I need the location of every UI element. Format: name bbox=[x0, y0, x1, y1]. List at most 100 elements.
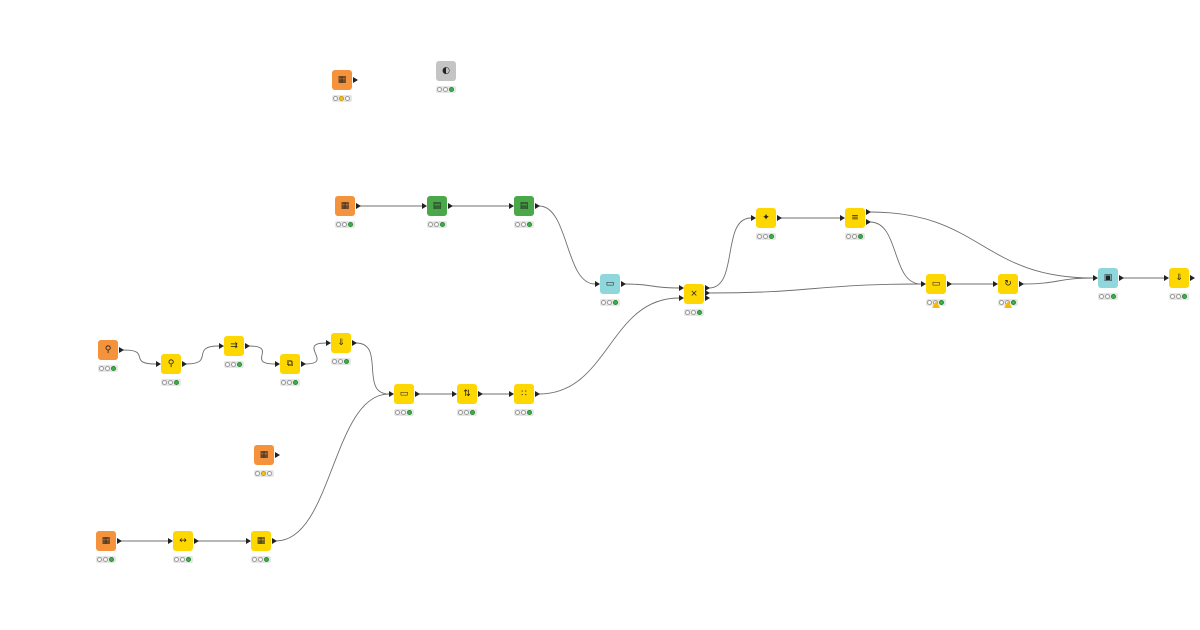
connection-n7-n10[interactable] bbox=[708, 283, 922, 294]
output-port-icon[interactable] bbox=[705, 290, 710, 296]
workflow-node-n17[interactable]: ⧉ bbox=[280, 354, 300, 374]
input-port-icon[interactable] bbox=[1093, 275, 1098, 281]
output-port-icon[interactable] bbox=[535, 391, 540, 397]
connection-n6-n7[interactable] bbox=[624, 283, 680, 289]
workflow-node-n13[interactable]: ⇓ bbox=[1169, 268, 1189, 288]
status-light-icon bbox=[1111, 294, 1116, 299]
output-port-icon[interactable] bbox=[705, 285, 710, 291]
output-port-icon[interactable] bbox=[245, 343, 250, 349]
workflow-node-n25[interactable]: ▦ bbox=[251, 531, 271, 551]
connection-n7-n8[interactable] bbox=[708, 217, 752, 289]
output-port-icon[interactable] bbox=[117, 538, 122, 544]
workflow-node-n3[interactable]: ▦ bbox=[335, 196, 355, 216]
workflow-node-n7[interactable]: ⨯ bbox=[684, 284, 704, 304]
input-port-icon[interactable] bbox=[595, 281, 600, 287]
output-port-icon[interactable] bbox=[866, 219, 871, 225]
input-port-icon[interactable] bbox=[679, 285, 684, 291]
workflow-node-n9[interactable]: ≡ bbox=[845, 208, 865, 228]
output-port-icon[interactable] bbox=[275, 452, 280, 458]
workflow-node-n12[interactable]: ▣ bbox=[1098, 268, 1118, 288]
workflow-node-n8[interactable]: ✦ bbox=[756, 208, 776, 228]
input-port-icon[interactable] bbox=[422, 203, 427, 209]
connection-n16-n17[interactable] bbox=[248, 345, 276, 365]
workflow-node-n16[interactable]: ⇉ bbox=[224, 336, 244, 356]
input-port-icon[interactable] bbox=[275, 361, 280, 367]
node-status-lights bbox=[98, 365, 118, 372]
connection-n9-n10[interactable] bbox=[869, 221, 922, 285]
input-port-icon[interactable] bbox=[509, 391, 514, 397]
connection-n11-n12[interactable] bbox=[1022, 277, 1094, 285]
output-port-icon[interactable] bbox=[119, 347, 124, 353]
input-port-icon[interactable] bbox=[921, 281, 926, 287]
input-port-icon[interactable] bbox=[840, 215, 845, 221]
connection-n17-n18[interactable] bbox=[304, 342, 327, 365]
input-port-icon[interactable] bbox=[1164, 275, 1169, 281]
workflow-node-n22[interactable]: ▦ bbox=[254, 445, 274, 465]
output-port-icon[interactable] bbox=[356, 203, 361, 209]
output-port-icon[interactable] bbox=[272, 538, 277, 544]
workflow-node-n21[interactable]: ∷ bbox=[514, 384, 534, 404]
connection-n9-n12[interactable] bbox=[869, 211, 1094, 279]
output-port-icon[interactable] bbox=[777, 215, 782, 221]
workflow-node-n14[interactable]: ⚲ bbox=[98, 340, 118, 360]
workflow-node-n23[interactable]: ▦ bbox=[96, 531, 116, 551]
connection-n15-n16[interactable] bbox=[185, 345, 220, 365]
workflow-node-n2[interactable]: ◐ bbox=[436, 61, 456, 81]
status-light-icon bbox=[99, 366, 104, 371]
workflow-node-n15[interactable]: ⚲ bbox=[161, 354, 181, 374]
output-port-icon[interactable] bbox=[301, 361, 306, 367]
input-port-icon[interactable] bbox=[751, 215, 756, 221]
workflow-node-n5[interactable]: ▤ bbox=[514, 196, 534, 216]
input-port-icon[interactable] bbox=[246, 538, 251, 544]
output-port-icon[interactable] bbox=[947, 281, 952, 287]
workflow-node-n24[interactable]: ↔ bbox=[173, 531, 193, 551]
input-port-icon[interactable] bbox=[389, 391, 394, 397]
workflow-node-n6[interactable]: ▭ bbox=[600, 274, 620, 294]
output-port-icon[interactable] bbox=[1190, 275, 1195, 281]
workflow-node-n18[interactable]: ⇓ bbox=[331, 333, 351, 353]
workflow-node-n4[interactable]: ▤ bbox=[427, 196, 447, 216]
output-port-icon[interactable] bbox=[478, 391, 483, 397]
input-port-icon[interactable] bbox=[326, 340, 331, 346]
status-light-icon bbox=[470, 410, 475, 415]
output-port-icon[interactable] bbox=[448, 203, 453, 209]
workflow-node-n11[interactable]: ↻ bbox=[998, 274, 1018, 294]
output-port-icon[interactable] bbox=[182, 361, 187, 367]
output-port-icon[interactable] bbox=[194, 538, 199, 544]
connection-n5-n6[interactable] bbox=[538, 205, 596, 285]
input-port-icon[interactable] bbox=[156, 361, 161, 367]
status-light-icon bbox=[601, 300, 606, 305]
status-light-icon bbox=[999, 300, 1004, 305]
output-port-icon[interactable] bbox=[1119, 275, 1124, 281]
input-port-icon[interactable] bbox=[993, 281, 998, 287]
output-port-icon[interactable] bbox=[415, 391, 420, 397]
output-port-icon[interactable] bbox=[621, 281, 626, 287]
workflow-node-n10[interactable]: ▭ bbox=[926, 274, 946, 294]
workflow-node-n1[interactable]: ▦ bbox=[332, 70, 352, 90]
output-port-icon[interactable] bbox=[353, 77, 358, 83]
input-port-icon[interactable] bbox=[509, 203, 514, 209]
connection-n14-n15[interactable] bbox=[122, 349, 157, 365]
output-port-icon[interactable] bbox=[705, 295, 710, 301]
status-light-icon bbox=[691, 310, 696, 315]
connection-n18-n19[interactable] bbox=[355, 342, 390, 395]
output-port-icon[interactable] bbox=[1019, 281, 1024, 287]
output-port-icon[interactable] bbox=[352, 340, 357, 346]
workflow-node-n19[interactable]: ▭ bbox=[394, 384, 414, 404]
workflow-node-n20[interactable]: ⇅ bbox=[457, 384, 477, 404]
connection-n25-n19[interactable] bbox=[275, 393, 390, 542]
concatenate-icon: ⇓ bbox=[1175, 273, 1183, 283]
input-port-icon[interactable] bbox=[452, 391, 457, 397]
connection-n21-n7[interactable] bbox=[538, 297, 680, 395]
status-light-icon bbox=[1170, 294, 1175, 299]
node-status-lights bbox=[161, 379, 181, 386]
table-reader-icon: ▦ bbox=[340, 201, 350, 211]
output-port-icon[interactable] bbox=[866, 209, 871, 215]
status-light-icon bbox=[449, 87, 454, 92]
input-port-icon[interactable] bbox=[168, 538, 173, 544]
resize-icon: ⧉ bbox=[286, 359, 294, 369]
output-port-icon[interactable] bbox=[535, 203, 540, 209]
input-port-icon[interactable] bbox=[219, 343, 224, 349]
input-port-icon[interactable] bbox=[679, 295, 684, 301]
